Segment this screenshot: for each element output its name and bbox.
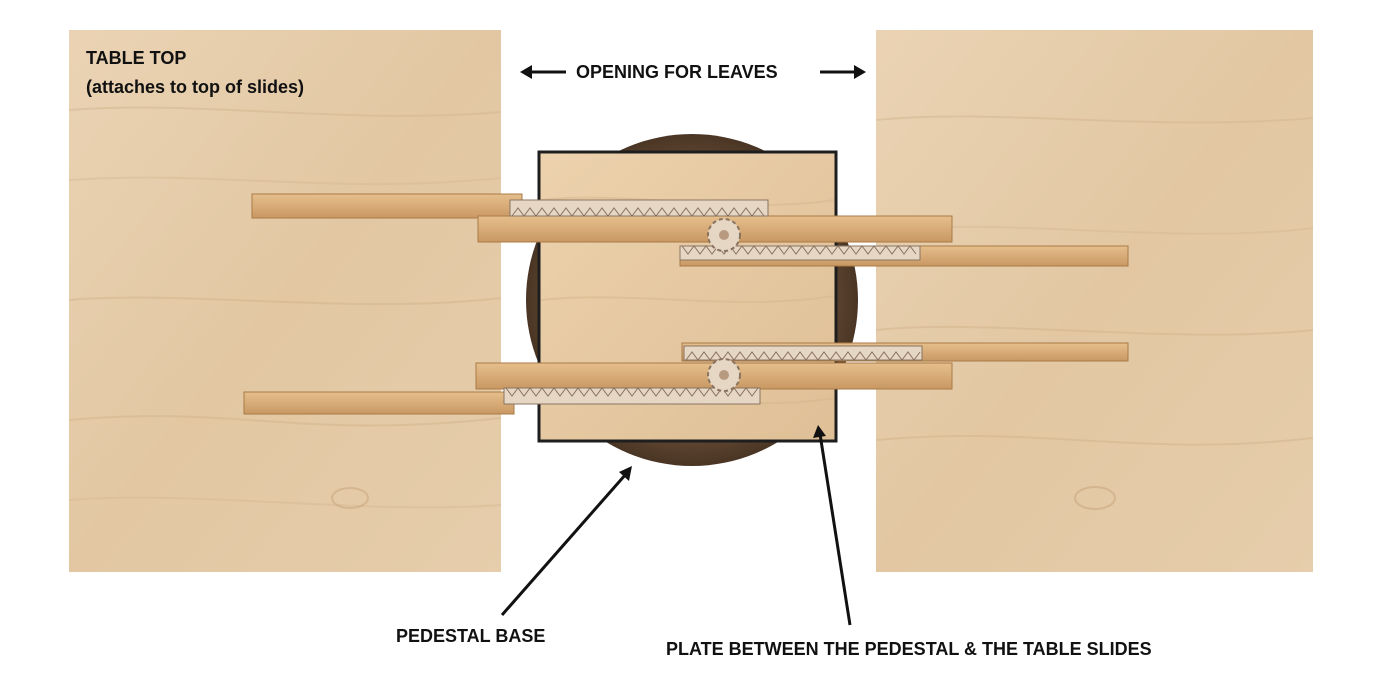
table-top-right [875, 30, 1314, 572]
upper-slide-assembly [251, 193, 1129, 267]
pedestal-pointer-arrow [500, 466, 632, 616]
opening-for-leaves-label: OPENING FOR LEAVES [576, 62, 778, 82]
table-top-title: TABLE TOP [86, 48, 187, 68]
pedestal-base-label: PEDESTAL BASE [396, 626, 546, 646]
plate-pointer-arrow [813, 425, 852, 626]
table-top-left [68, 30, 502, 572]
plate-label: PLATE BETWEEN THE PEDESTAL & THE TABLE S… [666, 639, 1152, 659]
table-top-subtitle: (attaches to top of slides) [86, 77, 305, 97]
lower-slide-assembly [243, 342, 1129, 415]
opening-arrows [520, 65, 866, 79]
